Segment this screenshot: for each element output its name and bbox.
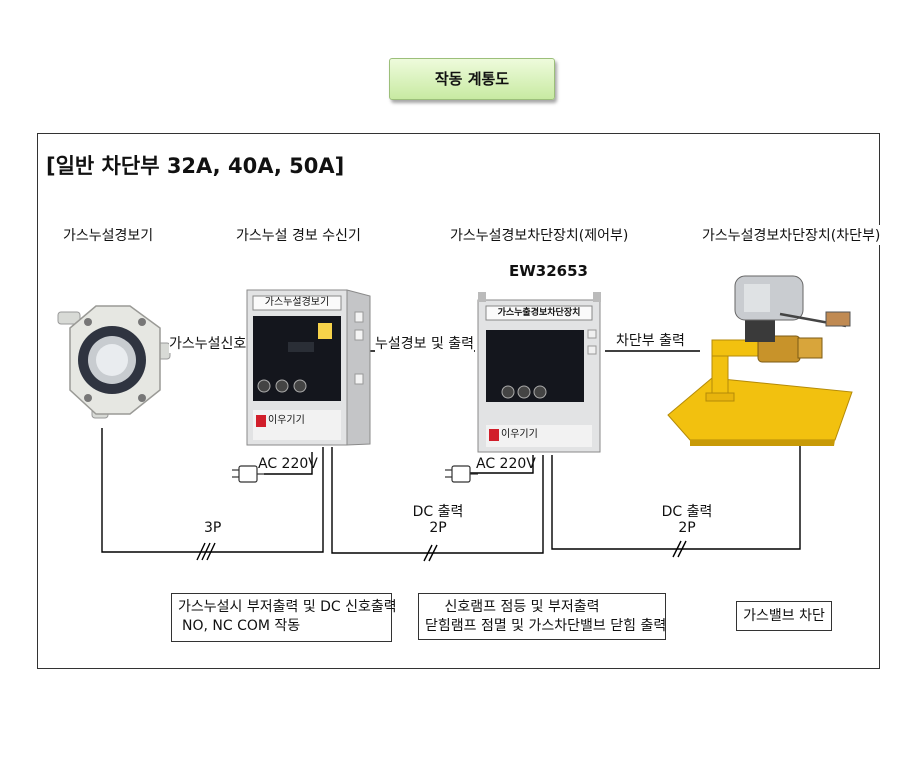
note-3-line-1: 가스밸브 차단 (743, 608, 825, 624)
ac-plug-1-icon (232, 465, 264, 483)
cable-2-pins: 2P (408, 520, 468, 536)
note-box-1: 가스누설시 부저출력 및 DC 신호출력 NO, NC COM 작동 (171, 593, 397, 642)
ac-line-1 (264, 452, 313, 475)
cable-3-type: DC 출력 (657, 501, 717, 521)
controller-label: 가스누설경보차단장치(제어부) (450, 225, 629, 245)
section-heading: [일반 차단부 32A, 40A, 50A] (46, 154, 345, 178)
note-1-line-2: NO, NC COM 작동 (182, 618, 301, 634)
shutoff-valve-image (667, 275, 853, 446)
ac-label-1: AC 220V (258, 456, 318, 472)
controller-device-image (477, 292, 601, 453)
receiver-label: 가스누설 경보 수신기 (236, 225, 361, 245)
note-1-line-1: 가스누설시 부저출력 및 DC 신호출력 (178, 599, 397, 615)
note-2-line-1: 신호램프 점등 및 부저출력 (444, 599, 600, 615)
ac-label-2: AC 220V (476, 456, 536, 472)
receiver-brand: 이우기기 (268, 415, 305, 426)
cable-3-pins: 2P (657, 520, 717, 536)
cable-dc-line-2 (551, 424, 801, 550)
shutoff-label: 가스누설경보차단장치(차단부) (702, 225, 881, 245)
gas-detector-image (57, 305, 171, 419)
controller-model: EW32653 (509, 262, 588, 280)
diagram-title-button: 작동 계통도 (389, 58, 555, 100)
leak-signal-label: 가스누설신호 (169, 333, 247, 353)
ac-line-2 (466, 455, 534, 474)
ac-plug-2-icon (445, 465, 478, 483)
receiver-device-image (246, 289, 371, 446)
note-2-line-2: 닫힘램프 점멸 및 가스차단밸브 닫힘 출력 (425, 618, 667, 634)
cable-1-pins: 3P (204, 520, 222, 536)
shutoff-output-label: 차단부 출력 (616, 330, 685, 350)
cable-2-type: DC 출력 (408, 501, 468, 521)
diagram-frame (37, 133, 880, 669)
alarm-output-label: 누설경보 및 출력 (375, 333, 475, 353)
controller-brand: 이우기기 (501, 429, 538, 440)
cable-3p-line (101, 428, 324, 553)
receiver-panel-title: 가스누설경보기 (264, 297, 330, 308)
cable-dc-line-1 (331, 447, 544, 554)
note-box-3: 가스밸브 차단 (736, 601, 832, 631)
controller-panel-title: 가스누출경보차단장치 (497, 308, 581, 318)
note-box-2: 신호램프 점등 및 부저출력 닫힘램프 점멸 및 가스차단밸브 닫힘 출력 (418, 593, 666, 640)
detector-label: 가스누설경보기 (63, 225, 154, 245)
